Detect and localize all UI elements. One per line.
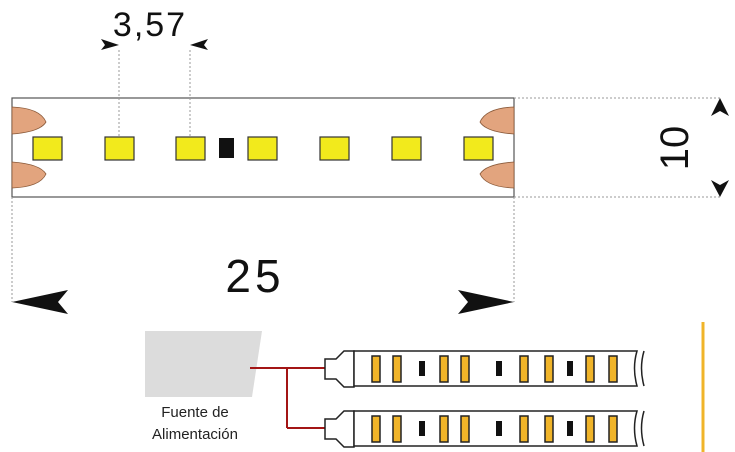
connector — [324, 350, 355, 388]
length-dimension-label: 25 — [225, 250, 284, 302]
pitch-dimension-label: 3,57 — [113, 6, 187, 44]
strip-edge — [640, 410, 645, 447]
arrow-left-icon — [12, 290, 68, 314]
connector — [324, 410, 355, 448]
strip-body — [353, 350, 639, 387]
height-dimension-label: 10 — [653, 126, 697, 171]
led-chip — [463, 136, 494, 161]
arrow-up-icon — [711, 98, 729, 116]
resistors — [419, 361, 573, 376]
led-chips — [371, 355, 618, 383]
power-supply-label-line2: Alimentación — [152, 426, 238, 443]
arrow-left-icon — [190, 39, 208, 50]
led-chip — [247, 136, 278, 161]
resistor — [219, 138, 234, 158]
led-chip — [32, 136, 63, 161]
led-chip — [104, 136, 135, 161]
solder-pad — [479, 161, 515, 189]
solder-pad — [11, 106, 47, 135]
resistors — [419, 421, 573, 436]
arrow-right-icon — [101, 39, 119, 50]
strip-edge — [640, 350, 645, 387]
power-supply-label-line1: Fuente de — [161, 404, 229, 421]
led-chips — [371, 415, 618, 443]
strip-body — [353, 410, 639, 447]
arrow-down-icon — [711, 180, 729, 197]
led-chip — [175, 136, 206, 161]
led-strip-1 — [324, 350, 645, 388]
solder-pad — [479, 106, 515, 135]
led-chip — [391, 136, 422, 161]
power-supply-label: Fuente de Alimentación — [130, 402, 260, 446]
power-supply-box — [145, 331, 262, 397]
led-strip-2 — [324, 410, 645, 448]
solder-pad — [11, 161, 47, 189]
arrow-right-icon — [458, 290, 514, 314]
led-chip — [319, 136, 350, 161]
